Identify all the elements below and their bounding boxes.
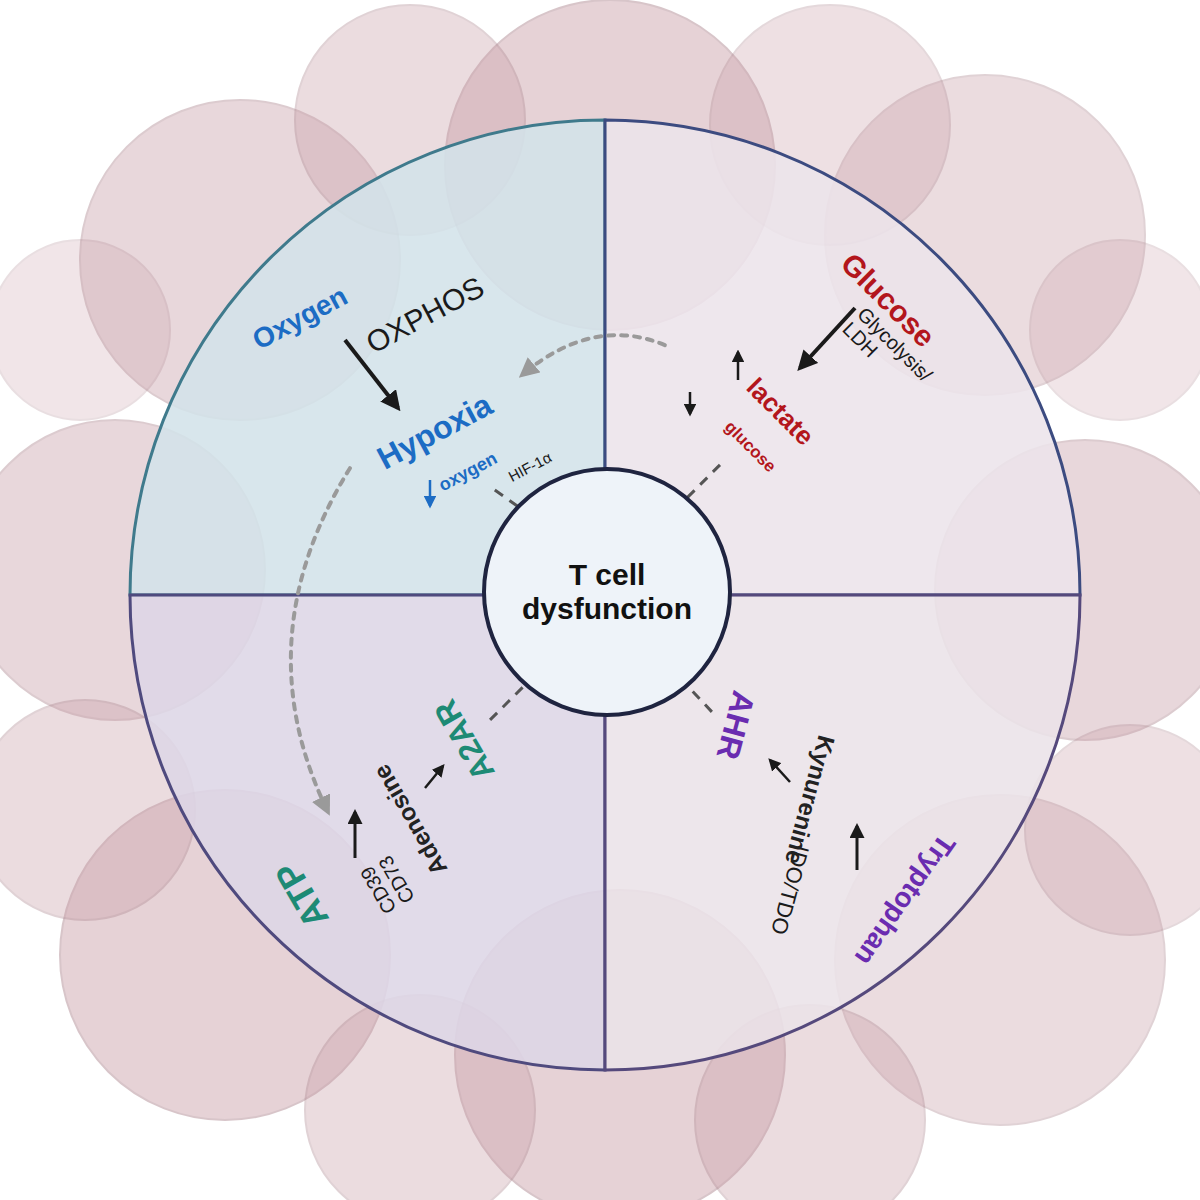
cell-blob [1030, 240, 1200, 420]
decrease-arrow [689, 392, 692, 414]
pathway-arrow [856, 826, 859, 870]
pathway-arrow [354, 812, 357, 858]
cell-blob [0, 240, 170, 420]
center-label: T cell dysfunction [507, 558, 707, 627]
decrease-arrow [429, 480, 432, 506]
center-circle: T cell dysfunction [482, 467, 732, 717]
increase-arrow [737, 352, 740, 380]
